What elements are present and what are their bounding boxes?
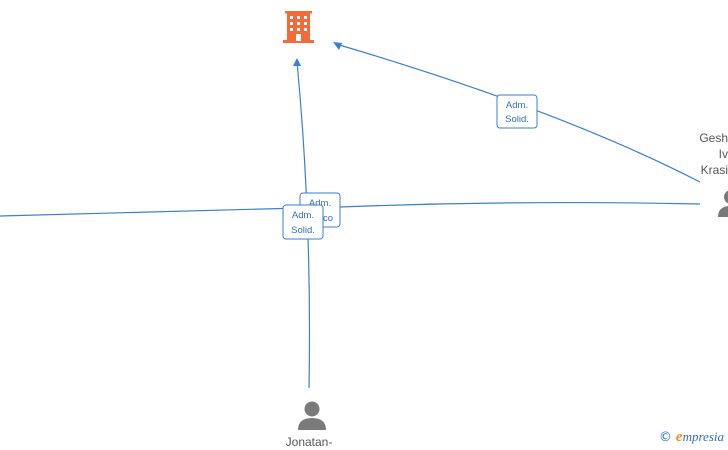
brand-name: mpresia (682, 429, 724, 444)
edge-label-right[interactable]: Adm. Solid. (496, 94, 538, 129)
person-name-line: Jonatan- (286, 435, 333, 449)
arrowhead-bottom-to-company (293, 58, 301, 66)
person-name-line: Krasi (701, 163, 728, 177)
edge-label-middle-front[interactable]: Adm. Solid. (282, 204, 324, 240)
edge-horizontal-left (0, 207, 301, 217)
arrowhead-right-to-company (333, 42, 342, 50)
edge-label-line: Adm. (292, 210, 314, 221)
building-icon (283, 11, 314, 43)
copyright-icon: © (658, 430, 672, 445)
person-node-right[interactable]: Gesh Iv Krasi (699, 131, 728, 217)
edge-horizontal-right (339, 201, 701, 208)
edge-label-line: Solid. (505, 114, 529, 125)
person-icon (298, 401, 326, 430)
company-node[interactable] (283, 11, 314, 43)
edge-label-line: Adm. (309, 198, 331, 209)
brand-initial: e (675, 429, 683, 445)
edge-label-line: Solid. (291, 225, 315, 236)
edge-label-line: co (323, 213, 333, 224)
edge-right-to-company (335, 43, 701, 183)
person-name-line: Iv (719, 147, 728, 161)
person-node-bottom[interactable]: Jonatan- (286, 401, 333, 450)
edge-label-line: Adm. (506, 100, 528, 111)
person-icon (718, 190, 728, 217)
person-name-line: Gesh (699, 131, 728, 145)
empresia-logo: ©empresia (659, 429, 724, 446)
